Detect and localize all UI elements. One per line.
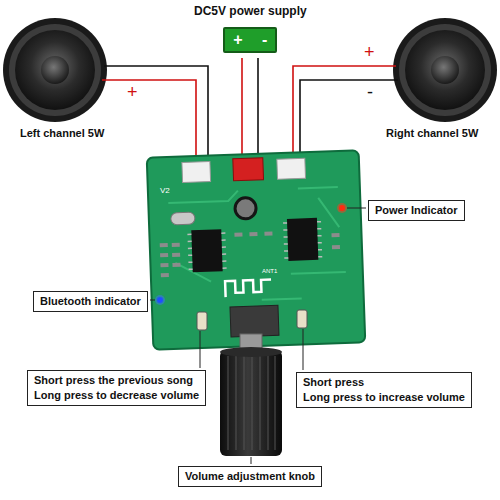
polarity-mark: - (262, 32, 267, 48)
callout-box: Short pressLong press to increase volume (296, 372, 472, 408)
right-speaker (393, 18, 497, 122)
polarity-mark: + (233, 32, 242, 48)
callout-box: Bluetooth indicator (33, 291, 148, 312)
callout-text: Short press (303, 375, 465, 390)
callout-text: Long press to increase volume (303, 390, 465, 405)
next-button (297, 310, 307, 328)
left-red-wire (102, 80, 196, 164)
board-marking: V2 (160, 186, 170, 195)
left-speaker (3, 18, 107, 122)
callout-box: Volume adjustment knob (178, 466, 322, 487)
prev-button (197, 312, 207, 330)
terminal-heading: DC5V power supply (194, 4, 307, 19)
pcb (147, 150, 366, 349)
callout-text: Long press to decrease volume (34, 388, 199, 403)
terminal-block: +- (223, 27, 277, 53)
callout-text: Volume adjustment knob (185, 469, 315, 484)
polarity-mark: + (364, 42, 375, 63)
channel-label: Right channel 5W (386, 127, 478, 140)
callout-text: Power Indicator (375, 203, 458, 218)
leader-line (303, 329, 304, 370)
channel-label: Left channel 5W (20, 127, 104, 140)
leader-line (347, 208, 366, 209)
leader-line (150, 300, 155, 301)
leader-line (251, 457, 252, 464)
power-black-wire (257, 58, 259, 162)
callout-box: Short press the previous songLong press … (27, 370, 206, 406)
bluetooth-led (157, 297, 163, 303)
polarity-mark: - (367, 82, 373, 103)
callout-box: Power Indicator (368, 200, 465, 221)
board-marking: ANT1 (262, 268, 277, 275)
polarity-mark: + (127, 82, 138, 103)
bluetooth-led-glow (155, 295, 165, 305)
power-led-glow (337, 203, 347, 213)
power-supply-terminal: DC5V power supply+- (194, 4, 307, 53)
leader-line (200, 331, 201, 368)
volume-knob (220, 347, 282, 456)
callout-text: Bluetooth indicator (40, 294, 141, 309)
callout-text: Short press the previous song (34, 373, 199, 388)
power-red-wire (241, 58, 243, 162)
power-led (339, 205, 345, 211)
